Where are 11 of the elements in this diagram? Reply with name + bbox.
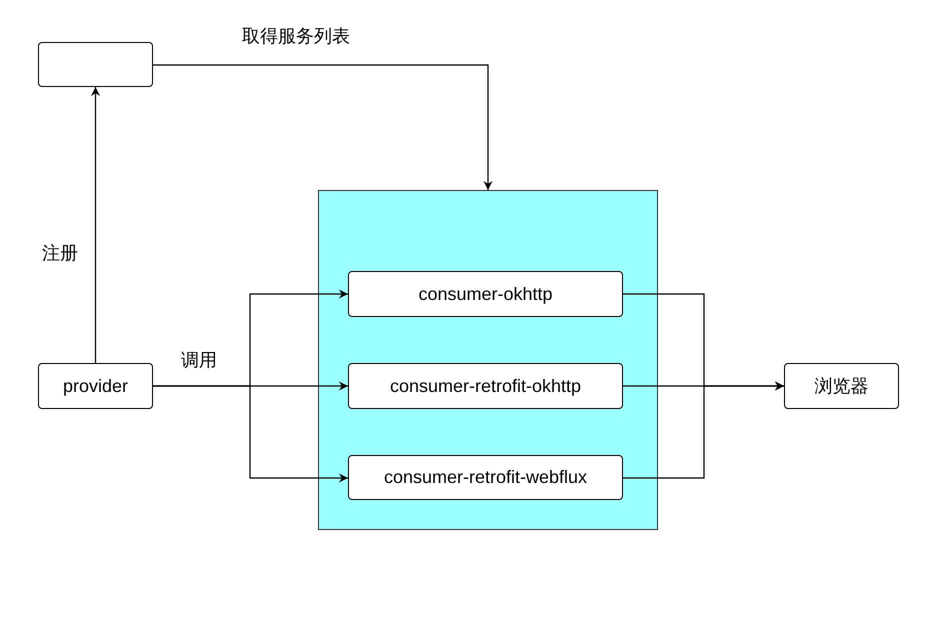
process-box: consumer-retrofit-okhttp [348, 363, 623, 409]
container-box [318, 190, 658, 530]
process-box: consumer-okhttp [348, 271, 623, 317]
process-box: 浏览器 [784, 363, 899, 409]
empty-box [38, 42, 153, 87]
arrow [91, 87, 100, 363]
arrow [623, 382, 784, 479]
arrow [153, 385, 348, 482]
process-box: provider [38, 363, 153, 409]
process-box: consumer-retrofit-webflux [348, 455, 623, 500]
arrow [153, 64, 492, 190]
